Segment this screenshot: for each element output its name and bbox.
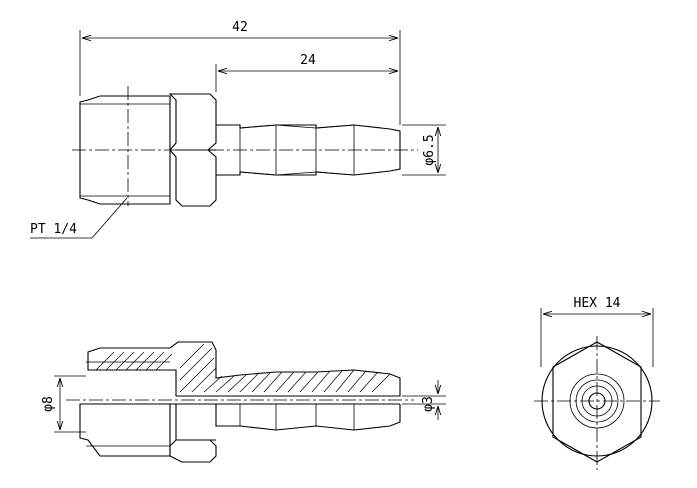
thread-label: PT 1/4 (30, 222, 77, 237)
hatching (95, 343, 391, 393)
end-view: HEX 14 (534, 296, 660, 470)
barb-diameter-label: φ6.5 (422, 134, 437, 165)
overall-length-label: 42 (232, 20, 248, 35)
side-view: 42 24 φ6.5 PT 1/4 (30, 20, 446, 239)
section-view: φ8 φ3 (41, 341, 446, 463)
barb-length-label: 24 (300, 53, 316, 68)
outlet-bore-label: φ3 (421, 396, 436, 412)
hex-size-label: HEX 14 (574, 296, 621, 311)
inlet-bore-label: φ8 (41, 396, 56, 412)
